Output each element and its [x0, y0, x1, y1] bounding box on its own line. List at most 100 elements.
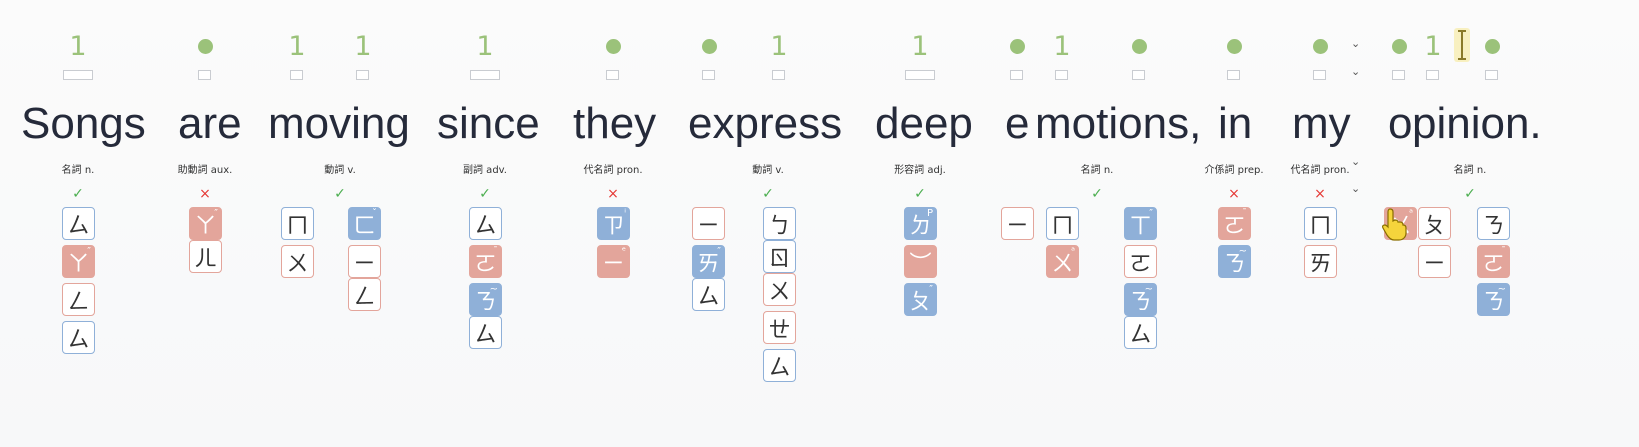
- phonetic-tile[interactable]: ㄙ: [469, 316, 502, 349]
- stress-dot[interactable]: [1391, 39, 1407, 54]
- phonetic-tile[interactable]: ㄙ: [469, 207, 502, 240]
- phonetic-tile[interactable]: ㄇ: [281, 207, 314, 240]
- pos-label[interactable]: 名詞 n.: [61, 165, 95, 176]
- word-emotions-prefix[interactable]: e: [1005, 99, 1030, 148]
- stress-dot[interactable]: [701, 39, 717, 54]
- stress-dot[interactable]: [605, 39, 621, 54]
- phonetic-tile[interactable]: ㄚ″: [189, 207, 222, 240]
- pos-label[interactable]: 名詞 n.: [1080, 165, 1114, 176]
- pos-label[interactable]: 名詞 n.: [1453, 165, 1487, 176]
- checkbox[interactable]: [1485, 70, 1498, 80]
- phonetic-tile[interactable]: ︶: [904, 245, 937, 278]
- word-emotions[interactable]: motions,: [1035, 99, 1202, 148]
- phonetic-tile[interactable]: ㄧ: [692, 207, 725, 240]
- phonetic-tile[interactable]: ㄙ: [763, 349, 796, 382]
- checkbox[interactable]: [356, 70, 369, 80]
- word-deep[interactable]: deep: [875, 99, 973, 148]
- word-opinion[interactable]: pinion.: [1412, 99, 1542, 148]
- word-in[interactable]: in: [1218, 99, 1253, 148]
- checkbox[interactable]: [905, 70, 935, 80]
- checkbox[interactable]: [1055, 70, 1068, 80]
- checkbox[interactable]: [1313, 70, 1326, 80]
- stress-dot[interactable]: [1312, 39, 1328, 54]
- stress-dot[interactable]: [1009, 39, 1025, 54]
- phonetic-tile[interactable]: ㄋ~: [1124, 283, 1157, 316]
- phonetic-tile[interactable]: ㄒ″: [1124, 207, 1157, 240]
- phonetic-tile[interactable]: ㄇ: [1046, 207, 1079, 240]
- phonetic-tile[interactable]: ㄧ: [348, 245, 381, 278]
- stress-dot[interactable]: [1484, 39, 1500, 54]
- word-they[interactable]: they: [573, 99, 657, 148]
- chevron-down-icon[interactable]: ⌄: [1351, 37, 1361, 50]
- checkbox[interactable]: [606, 70, 619, 80]
- pos-label[interactable]: 介係詞 prep.: [1204, 165, 1264, 176]
- phonetic-tile[interactable]: ㄝ: [763, 311, 796, 344]
- pos-label[interactable]: 助動詞 aux.: [177, 165, 233, 176]
- pos-label[interactable]: 形容詞 adj.: [894, 165, 946, 176]
- phonetic-tile[interactable]: ㄛ: [1124, 245, 1157, 278]
- pos-label[interactable]: 動詞 v.: [324, 165, 356, 176]
- phonetic-tile[interactable]: ㄞ″: [692, 245, 725, 278]
- pos-label[interactable]: 副詞 adv.: [463, 165, 507, 176]
- correct-check-icon: ✓: [762, 186, 774, 202]
- stress-dot[interactable]: [1131, 39, 1147, 54]
- phonetic-tile[interactable]: ㄆ: [1418, 207, 1451, 240]
- word-moving[interactable]: moving: [268, 99, 410, 148]
- phonetic-tile[interactable]: ㄖ: [763, 240, 796, 273]
- checkbox[interactable]: [702, 70, 715, 80]
- checkbox[interactable]: [1010, 70, 1023, 80]
- checkbox[interactable]: [1227, 70, 1240, 80]
- phonetic-tile[interactable]: ㄧ: [1001, 207, 1034, 240]
- stress-dot[interactable]: [1226, 39, 1242, 54]
- phonetic-tile[interactable]: ㄙ: [692, 278, 725, 311]
- phonetic-tile[interactable]: ㄙ: [1124, 316, 1157, 349]
- pos-label[interactable]: 動詞 v.: [752, 165, 784, 176]
- checkbox[interactable]: [1392, 70, 1405, 80]
- phonetic-tile[interactable]: ㄇ: [1304, 207, 1337, 240]
- phonetic-tile[interactable]: ㄥ: [62, 283, 95, 316]
- chevron-down-icon[interactable]: ⌄: [1351, 65, 1361, 78]
- stress-dot[interactable]: [197, 39, 213, 54]
- word-are[interactable]: are: [178, 99, 242, 148]
- word-opinion-prefix[interactable]: o: [1388, 99, 1413, 148]
- phonetic-tile[interactable]: ㄛ¯: [1218, 207, 1251, 240]
- phonetic-tile[interactable]: ㄆ″: [904, 283, 937, 316]
- phonetic-tile[interactable]: ㄋ~: [1218, 245, 1251, 278]
- pos-label[interactable]: 代名詞 pron.: [583, 165, 643, 176]
- phonetic-tile[interactable]: ㄞ: [1304, 245, 1337, 278]
- checkbox[interactable]: [198, 70, 211, 80]
- word-express[interactable]: express: [688, 99, 843, 148]
- phonetic-tile[interactable]: ㄥ: [348, 278, 381, 311]
- phonetic-tile[interactable]: ㄚ″: [62, 245, 95, 278]
- phonetic-tile[interactable]: ㄋ~: [469, 283, 502, 316]
- phonetic-tile[interactable]: ㄋ~: [1477, 283, 1510, 316]
- checkbox[interactable]: [290, 70, 303, 80]
- phonetic-tile[interactable]: ㄅ: [763, 207, 796, 240]
- phonetic-tile[interactable]: ㄙ: [62, 321, 95, 354]
- phonetic-tile[interactable]: ㄨ: [281, 245, 314, 278]
- checkbox[interactable]: [470, 70, 500, 80]
- word-songs[interactable]: Songs: [21, 99, 146, 148]
- incorrect-cross-icon: ×: [199, 186, 211, 202]
- phonetic-tile[interactable]: ㄦ: [189, 240, 222, 273]
- chevron-down-icon[interactable]: ⌄: [1351, 155, 1361, 168]
- checkbox[interactable]: [772, 70, 785, 80]
- word-since[interactable]: since: [437, 99, 540, 148]
- phonetic-tile[interactable]: ㄧ: [1418, 245, 1451, 278]
- phonetic-tile[interactable]: ㄋ: [1477, 207, 1510, 240]
- checkbox[interactable]: [1426, 70, 1439, 80]
- phonetic-tile[interactable]: ㄛ¯: [469, 245, 502, 278]
- checkbox[interactable]: [63, 70, 93, 80]
- phonetic-tile[interactable]: ㄨ: [763, 273, 796, 306]
- pos-label[interactable]: 代名詞 pron.: [1290, 165, 1350, 176]
- chevron-down-icon[interactable]: ⌄: [1351, 182, 1361, 195]
- phonetic-tile[interactable]: ㄛ¯: [1477, 245, 1510, 278]
- checkbox[interactable]: [1132, 70, 1145, 80]
- phonetic-tile[interactable]: ㄙ: [62, 207, 95, 240]
- word-my[interactable]: my: [1292, 99, 1351, 148]
